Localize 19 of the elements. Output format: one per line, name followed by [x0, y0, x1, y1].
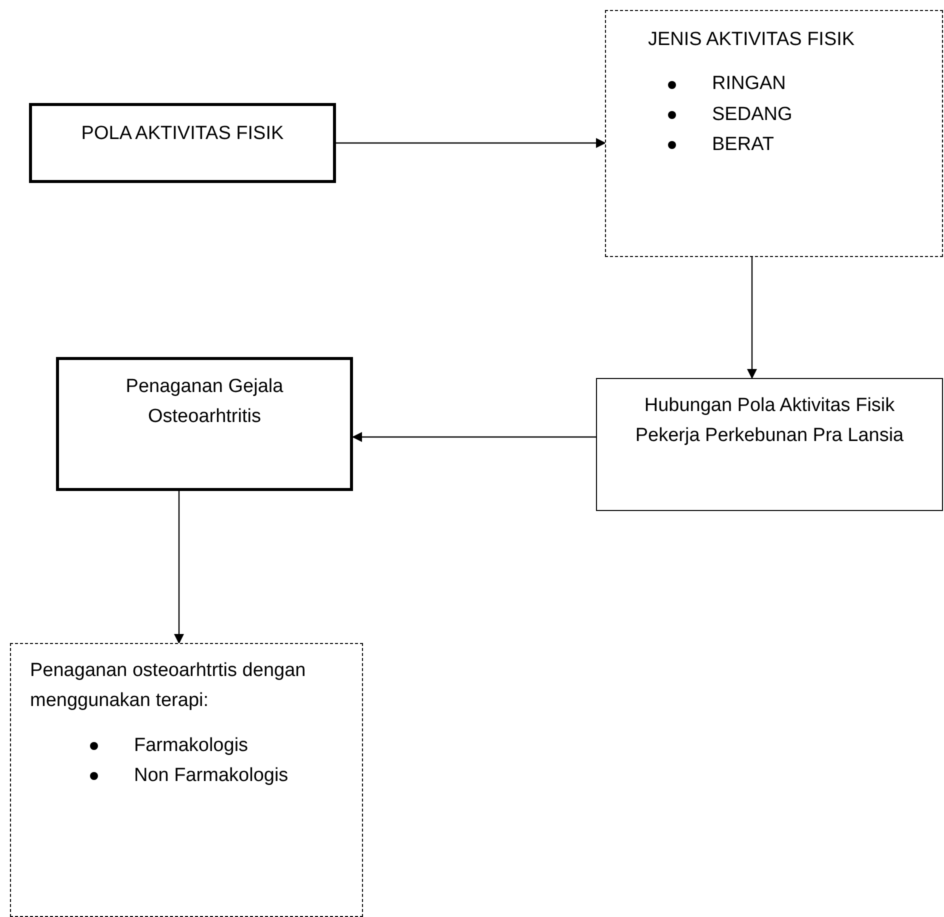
dashed-box: [605, 10, 943, 257]
box-text: Hubungan Pola Aktivitas Fisik Pekerja Perkebunan Pra Lansia: [634, 394, 905, 448]
list-item: BERAT: [712, 133, 774, 158]
box-text: POLA AKTIVITAS FISIK: [81, 122, 284, 146]
arrow: [747, 257, 757, 379]
box-heading: JENIS AKTIVITAS FISIK: [648, 28, 855, 52]
arrow: [336, 138, 606, 148]
process-box: [56, 357, 353, 491]
list-item: Non Farmakologis: [134, 764, 288, 788]
box-heading: Penaganan osteoarhtrtis dengan menggunakan terapi:: [30, 659, 307, 714]
arrow: [174, 491, 184, 644]
box-text: Penaganan Gejala Osteoarhtritis: [124, 375, 284, 430]
process-box: [29, 103, 336, 183]
dashed-box: [10, 643, 363, 917]
process-box: [596, 378, 943, 511]
list-item: RINGAN: [712, 72, 786, 96]
arrow: [352, 432, 596, 442]
list-item: SEDANG: [712, 102, 792, 127]
list-item: Farmakologis: [134, 734, 248, 758]
